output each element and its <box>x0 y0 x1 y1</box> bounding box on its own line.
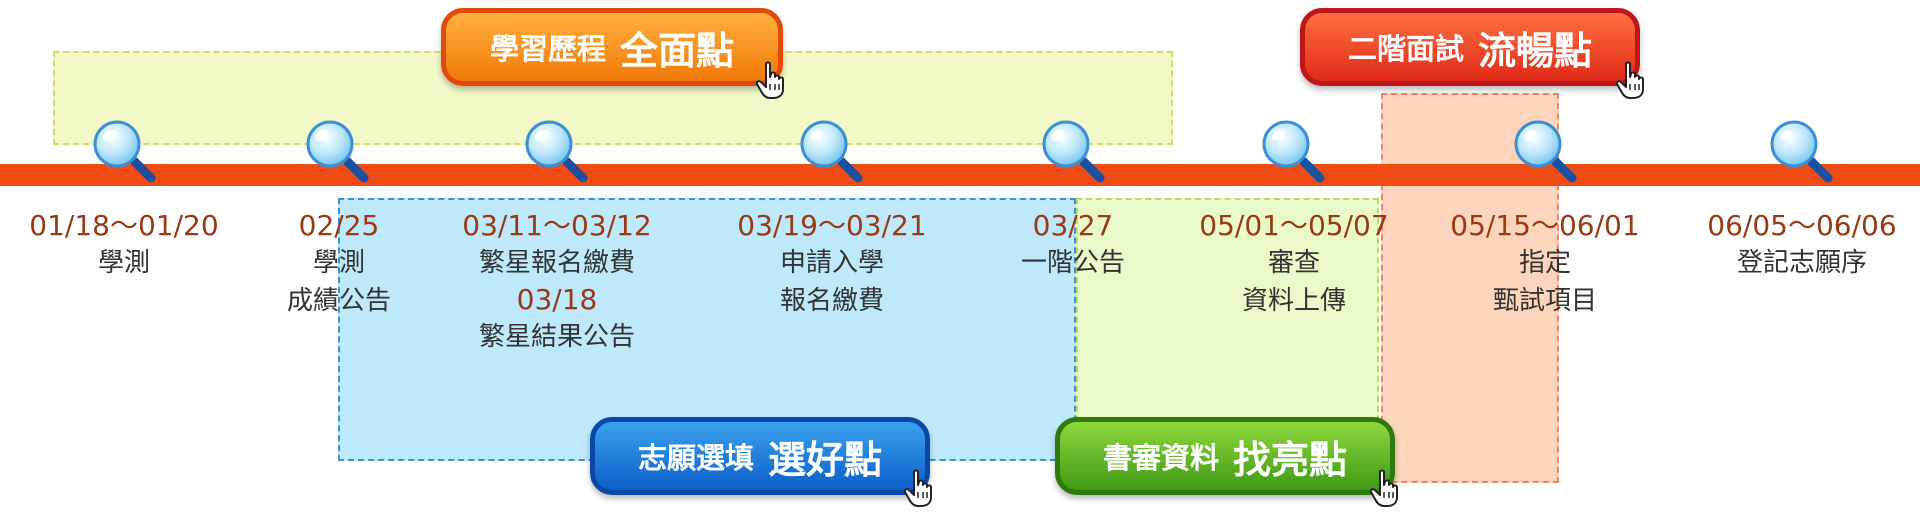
button-highlight: 找亮點 <box>1233 437 1348 482</box>
milestone-label: 一階公告 <box>1020 248 1125 278</box>
milestone-label: 申請入學 <box>779 248 884 278</box>
milestone-label: 學測 <box>312 248 365 278</box>
button-label: 二階面試 <box>1347 32 1464 66</box>
milestone-date: 03/19～03/21 <box>737 209 927 242</box>
milestone-date: 03/27 <box>1032 209 1114 242</box>
milestone-label: 甄試項目 <box>1492 286 1597 316</box>
magnifier-icon[interactable] <box>1510 118 1580 184</box>
magnifier-icon[interactable] <box>1766 118 1836 184</box>
milestone-label: 登記志願序 <box>1736 248 1867 278</box>
milestone-date: 05/15～06/01 <box>1450 209 1640 242</box>
milestone-date: 02/25 <box>298 209 380 242</box>
milestone-star-program: 03/11～03/12 繁星報名繳費 03/18 繁星結果公告 <box>447 208 667 356</box>
milestone-gsat-results: 02/25 學測 成績公告 <box>229 208 449 320</box>
milestone-date-secondary: 03/18 <box>516 283 598 316</box>
button-highlight: 全面點 <box>620 28 735 73</box>
choices-button[interactable]: 志願選填 選好點 <box>590 417 930 495</box>
milestone-application: 03/19～03/21 申請入學 報名繳費 <box>722 208 942 320</box>
button-label: 學習歷程 <box>489 32 606 66</box>
milestone-label: 資料上傳 <box>1241 286 1346 316</box>
button-highlight: 流暢點 <box>1478 28 1593 73</box>
milestone-preference-order: 06/05～06/06 登記志願序 <box>1692 208 1912 282</box>
milestone-label: 指定 <box>1518 248 1571 278</box>
milestone-date: 03/11～03/12 <box>462 209 652 242</box>
milestone-selection-items: 05/15～06/01 指定 甄試項目 <box>1435 208 1655 320</box>
hand-pointer-icon <box>1612 60 1652 100</box>
timeline-bar <box>0 164 1920 186</box>
hand-pointer-icon <box>900 468 940 508</box>
magnifier-icon[interactable] <box>521 118 591 184</box>
magnifier-icon[interactable] <box>796 118 866 184</box>
button-label: 志願選填 <box>637 441 754 475</box>
milestone-date: 06/05～06/06 <box>1707 209 1897 242</box>
hand-pointer-icon <box>752 60 792 100</box>
magnifier-icon[interactable] <box>89 118 159 184</box>
interview-button[interactable]: 二階面試 流暢點 <box>1300 8 1640 86</box>
milestone-label: 成績公告 <box>286 286 391 316</box>
milestone-document-upload: 05/01～05/07 審查 資料上傳 <box>1184 208 1404 320</box>
milestone-label: 繁星結果公告 <box>478 322 635 352</box>
button-label: 書審資料 <box>1102 441 1219 475</box>
button-highlight: 選好點 <box>768 437 883 482</box>
magnifier-icon[interactable] <box>302 118 372 184</box>
milestone-label: 繁星報名繳費 <box>478 248 635 278</box>
milestone-label: 審查 <box>1267 248 1320 278</box>
milestone-label: 報名繳費 <box>779 286 884 316</box>
milestone-label: 學測 <box>97 248 150 278</box>
milestone-stage1-results: 03/27 一階公告 <box>963 208 1183 282</box>
magnifier-icon[interactable] <box>1258 118 1328 184</box>
magnifier-icon[interactable] <box>1038 118 1108 184</box>
hand-pointer-icon <box>1366 468 1406 508</box>
milestone-date: 05/01～05/07 <box>1199 209 1389 242</box>
milestone-date: 01/18～01/20 <box>29 209 219 242</box>
milestone-gsat: 01/18～01/20 學測 <box>14 208 234 282</box>
portfolio-button[interactable]: 學習歷程 全面點 <box>441 8 783 86</box>
documents-button[interactable]: 書審資料 找亮點 <box>1055 417 1395 495</box>
